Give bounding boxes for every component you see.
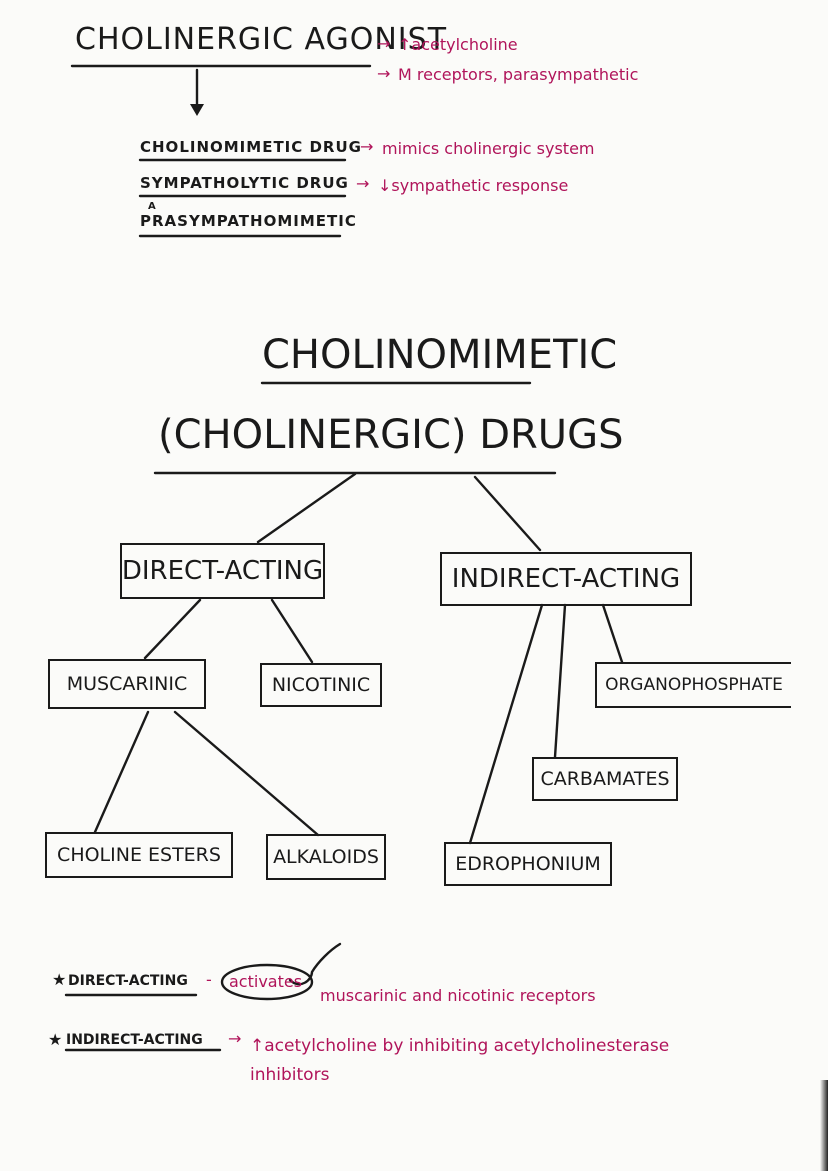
footnote-indirect-line-2: inhibitors bbox=[250, 1065, 330, 1085]
activates-scribble bbox=[288, 942, 342, 986]
choline-esters-box: CHOLINE ESTERS bbox=[45, 832, 233, 878]
title-to-indirect-line bbox=[473, 475, 542, 552]
direct-acting-box: DIRECT-ACTING bbox=[120, 543, 325, 599]
direct-to-nicotinic-line bbox=[270, 598, 314, 664]
indirect-acting-box: INDIRECT-ACTING bbox=[440, 552, 692, 606]
activates-circle bbox=[220, 963, 314, 1001]
footnote-indirect-line-1: ↑acetylcholine by inhibiting acetylcholi… bbox=[250, 1036, 670, 1056]
synonym-label-1: CHOLINOMIMETIC DRUG bbox=[140, 138, 362, 156]
insert-caret-mark: A bbox=[148, 201, 157, 212]
carbamates-box: CARBAMATES bbox=[532, 757, 678, 801]
indirect-to-organophosphate-line bbox=[601, 603, 624, 664]
footnote-direct-dash: - bbox=[206, 970, 212, 989]
agonist-note-2: M receptors, parasympathetic bbox=[398, 65, 639, 84]
agonist-note-1: ↑acetylcholine bbox=[398, 35, 518, 54]
alkaloids-box: ALKALOIDS bbox=[266, 834, 386, 880]
diagram-title-line-1: CHOLINOMIMETIC bbox=[262, 332, 618, 378]
muscarinic-box: MUSCARINIC bbox=[48, 659, 206, 709]
agonist-note-arrow-1: → bbox=[377, 34, 391, 53]
synonym-note-1: mimics cholinergic system bbox=[382, 139, 595, 158]
muscarinic-to-alkaloids-line bbox=[173, 710, 320, 837]
agonist-down-arrow-head bbox=[190, 104, 204, 116]
footnote-indirect-star: ★ bbox=[48, 1030, 63, 1049]
synonym-label-2: SYMPATHOLYTIC DRUG bbox=[140, 174, 349, 192]
title-to-direct-line bbox=[256, 472, 357, 544]
direct-to-muscarinic-line bbox=[143, 598, 202, 660]
footnote-direct-star: ★ bbox=[52, 970, 67, 989]
page-edge-shadow bbox=[820, 1080, 828, 1171]
agonist-title: CHOLINERGIC AGONIST bbox=[75, 22, 448, 57]
synonym-note-2: ↓sympathetic response bbox=[378, 176, 569, 195]
nicotinic-box: NICOTINIC bbox=[260, 663, 382, 707]
synonym-arrow-1: → bbox=[360, 137, 374, 156]
synonym-label-3: PRASYMPATHOMIMETIC bbox=[140, 212, 357, 230]
footnote-direct-circled-word: activates bbox=[229, 972, 303, 991]
footnote-direct-rest: muscarinic and nicotinic receptors bbox=[320, 986, 596, 1005]
footnote-indirect-term: INDIRECT-ACTING bbox=[66, 1032, 203, 1048]
footnote-direct-term: DIRECT-ACTING bbox=[68, 973, 188, 989]
agonist-note-arrow-2: → bbox=[377, 64, 391, 83]
diagram-title-line-2: (CHOLINERGIC) DRUGS bbox=[158, 412, 624, 458]
organophosphate-box: ORGANOPHOSPHATE bbox=[595, 662, 791, 708]
indirect-to-carbamates-line bbox=[553, 603, 567, 759]
muscarinic-to-choline-esters-line bbox=[93, 710, 150, 834]
indirect-to-edrophonium-line bbox=[468, 603, 544, 845]
edrophonium-box: EDROPHONIUM bbox=[444, 842, 612, 886]
footnote-indirect-arrow: → bbox=[228, 1029, 242, 1048]
synonym-arrow-2: → bbox=[356, 174, 370, 193]
